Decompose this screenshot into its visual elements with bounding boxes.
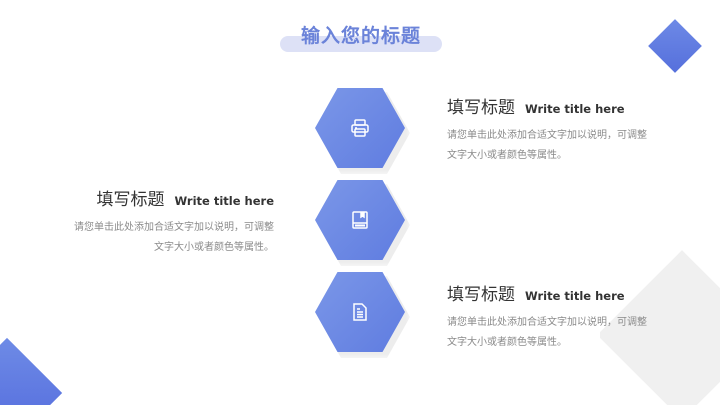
block-heading: 填写标题 xyxy=(447,98,515,118)
hex-document[interactable] xyxy=(315,272,405,352)
decor-blue-triangle xyxy=(0,332,80,405)
block-description: 请您单击此处添加合适文字加以说明，可调整 xyxy=(74,222,274,233)
slide-title[interactable]: 输入您的标题 xyxy=(278,22,442,54)
title-highlight xyxy=(280,36,442,52)
block-subheading: Write title here xyxy=(174,194,274,208)
block-subheading: Write title here xyxy=(525,289,625,303)
text-block-2[interactable]: 填写标题 Write title here 请您单击此处添加合适文字加以说明，可调… xyxy=(60,185,274,258)
block-description: 请您单击此处添加合适文字加以说明，可调整 xyxy=(447,317,647,328)
book-icon xyxy=(352,211,368,229)
block-description: 文字大小或者颜色等属性。 xyxy=(447,150,567,161)
text-block-3[interactable]: 填写标题 Write title here 请您单击此处添加合适文字加以说明，可调… xyxy=(447,280,647,353)
printer-icon xyxy=(351,119,369,137)
block-description: 文字大小或者颜色等属性。 xyxy=(154,242,274,253)
slide-title-text: 输入您的标题 xyxy=(300,25,421,47)
decor-blue-diamond xyxy=(648,19,702,73)
block-description: 文字大小或者颜色等属性。 xyxy=(447,337,567,348)
block-description: 请您单击此处添加合适文字加以说明，可调整 xyxy=(447,130,647,141)
block-subheading: Write title here xyxy=(525,102,625,116)
block-heading: 填写标题 xyxy=(96,190,165,210)
text-block-1[interactable]: 填写标题 Write title here 请您单击此处添加合适文字加以说明，可调… xyxy=(447,93,647,166)
document-icon xyxy=(353,303,367,321)
block-heading: 填写标题 xyxy=(447,285,515,305)
